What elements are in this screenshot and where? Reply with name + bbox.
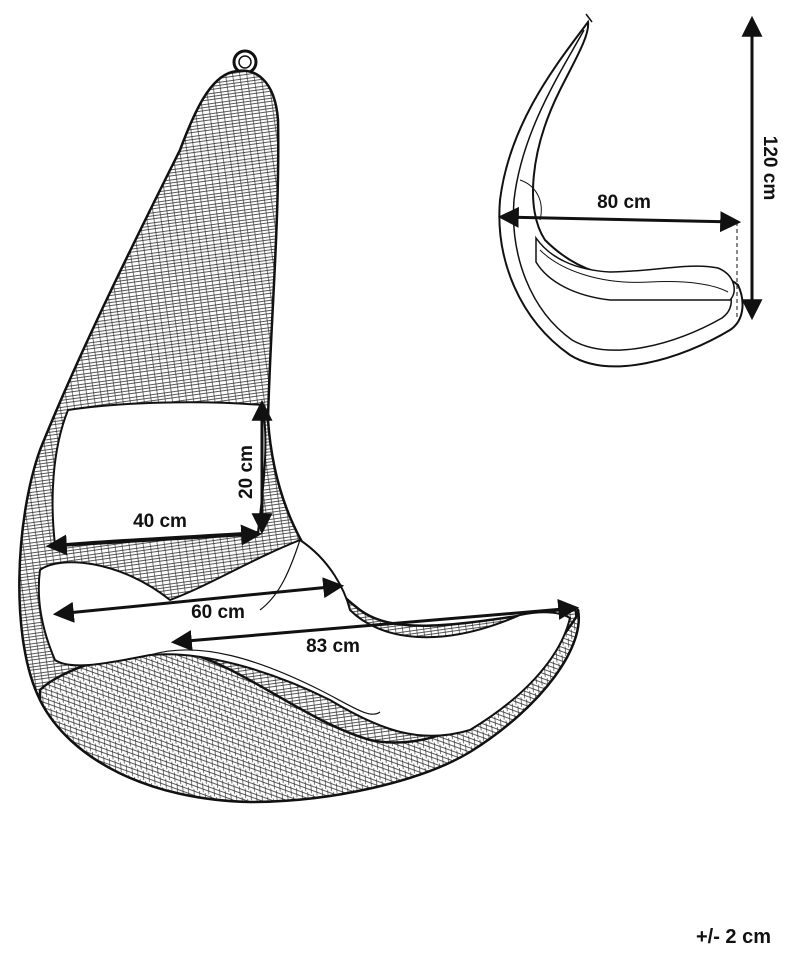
dim-83-arrow (170, 598, 580, 652)
dim-120-label: 120 cm (759, 136, 780, 200)
side-cushion (535, 235, 735, 301)
dim-80-arrow (497, 206, 742, 233)
dim-60-label: 60 cm (191, 602, 245, 623)
dim-40-label: 40 cm (133, 511, 187, 532)
dim-83-label: 83 cm (306, 636, 360, 657)
side-dimensions: 80 cm 120 cm (497, 15, 780, 321)
side-shell-inner (512, 29, 732, 351)
chair-side-view (498, 13, 744, 368)
front-dimensions: 20 cm 40 cm 60 cm 83 cm (45, 399, 580, 657)
dim-40-arrow (45, 524, 263, 556)
chair-front-view (18, 49, 581, 804)
dim-20-label: 20 cm (236, 445, 257, 499)
dim-80-label: 80 cm (597, 192, 651, 213)
tolerance-note: +/- 2 cm (695, 926, 771, 948)
